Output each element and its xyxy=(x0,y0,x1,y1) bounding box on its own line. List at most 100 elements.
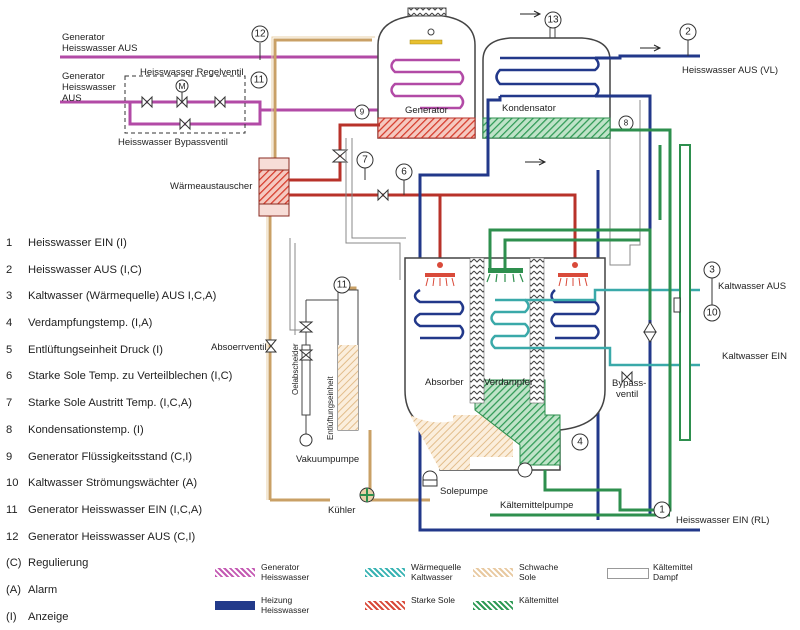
kaltwasser-aus-label: Kaltwasser AUS xyxy=(718,281,786,292)
spray-head-verdampfer xyxy=(486,268,524,283)
gen-heiss-ein-label-c: AUS xyxy=(62,93,82,104)
verdampfer-coil xyxy=(490,298,530,350)
color-key xyxy=(607,568,649,579)
svg-text:1: 1 xyxy=(659,505,665,516)
color-key-label: Starke Sole xyxy=(411,595,455,605)
solepumpe[interactable] xyxy=(422,470,438,487)
valve-bypass-right[interactable] xyxy=(621,370,633,384)
valve-regel-3[interactable] xyxy=(214,95,226,109)
svg-text:11: 11 xyxy=(254,75,265,86)
svg-text:7: 7 xyxy=(362,155,368,166)
svg-text:M: M xyxy=(178,81,185,91)
heisswasser-ein-rl-label: Heisswasser EIN (RL) xyxy=(676,515,769,526)
kondensator-vessel xyxy=(482,28,611,139)
legend-row: 11 Generator Heisswasser EIN (I,C,A) xyxy=(6,497,236,524)
svg-text:11: 11 xyxy=(337,280,348,291)
entlueftung-label: Entlüftungseinheit xyxy=(326,376,335,440)
legend-key: (A) xyxy=(6,583,21,596)
color-key xyxy=(215,568,255,577)
vakuumpumpe[interactable] xyxy=(299,433,313,447)
legend-key: 5 xyxy=(6,343,13,356)
marker-10: 10 xyxy=(703,304,721,322)
solepumpe-label: Solepumpe xyxy=(440,486,488,497)
bypassventil-label: Heisswasser Bypassventil xyxy=(118,137,228,148)
absoerventil[interactable] xyxy=(264,339,278,353)
oelabscheider-label: Oelabscheider xyxy=(291,343,300,395)
waermetauscher-label: Wärmeaustauscher xyxy=(170,181,252,192)
arrow-vl xyxy=(640,44,662,52)
valve-bypass[interactable] xyxy=(179,117,191,131)
marker-2: 2 xyxy=(679,23,697,41)
absorber-verdampfer-shell xyxy=(404,257,606,471)
absorber-coil-left xyxy=(413,288,465,340)
gen-heiss-aus-label-a: Generator xyxy=(62,32,105,43)
legend-row: 12 Generator Heisswasser AUS (C,I) xyxy=(6,524,236,551)
gen-heiss-aus-label-b: Heisswasser AUS xyxy=(62,43,138,54)
kaltwasser-ein-label: Kaltwasser EIN xyxy=(722,351,787,362)
vakuumpumpe-label: Vakuumpumpe xyxy=(296,454,359,465)
svg-text:13: 13 xyxy=(547,15,559,26)
legend-text: Anzeige xyxy=(28,610,69,623)
legend-row: (A)Alarm xyxy=(6,577,236,604)
legend-text: Generator Heisswasser AUS (C,I) xyxy=(28,530,196,543)
motor-icon xyxy=(175,79,189,93)
marker-7: 7 xyxy=(356,151,374,169)
legend-key: (C) xyxy=(6,557,22,570)
entlueftungseinheit xyxy=(301,289,359,440)
valve-oel-2[interactable] xyxy=(298,349,314,361)
color-key xyxy=(365,568,405,577)
marker-9: 9 xyxy=(354,104,370,120)
verdampfer-label: Verdampfer xyxy=(484,377,533,388)
marker-13: 13 xyxy=(544,11,562,29)
legend-key: 1 xyxy=(6,237,13,249)
kuehler xyxy=(359,487,375,503)
valve-oel-1[interactable] xyxy=(298,321,314,333)
valve-6[interactable] xyxy=(377,188,389,202)
legend-key: 8 xyxy=(6,423,13,436)
legend-key: 7 xyxy=(6,397,13,410)
legend-key: 6 xyxy=(6,370,13,383)
legend-text: Heisswasser EIN (I) xyxy=(28,237,127,249)
kaeltemittelpumpe[interactable] xyxy=(517,462,533,478)
gen-heiss-ein-label-b: Heisswasser xyxy=(62,82,116,93)
legend-key: 4 xyxy=(6,317,13,330)
spray-head-absorber xyxy=(425,262,455,287)
legend-row: (I)Anzeige xyxy=(6,604,236,630)
starke-sole-lines xyxy=(289,123,577,265)
regelventil-label: Heisswasser Regelventil xyxy=(140,67,243,78)
legend-row: 5 Entlüftungseinheit Druck (I) xyxy=(6,337,236,364)
kaltwasser-lines xyxy=(525,288,700,367)
legend-text: Starke Sole Temp. zu Verteilblechen (I,C… xyxy=(28,370,233,383)
marker-3: 3 xyxy=(703,261,721,279)
waermetauscher xyxy=(258,157,290,217)
legend-key: 11 xyxy=(6,503,18,516)
valve-kaeltemittel[interactable] xyxy=(643,321,657,343)
gen-heiss-ein-label-a: Generator xyxy=(62,71,105,82)
legend-text: Generator Heisswasser EIN (I,C,A) xyxy=(28,503,203,516)
valve-7[interactable] xyxy=(331,149,349,163)
kaeltemittel-lines xyxy=(488,128,672,517)
kaeltemittelpumpe-label: Kältemittelpumpe xyxy=(500,500,573,511)
generator-vessel xyxy=(377,7,476,139)
color-key xyxy=(473,601,513,610)
valve-regel-1[interactable] xyxy=(141,95,153,109)
legend-text: Entlüftungseinheit Druck (I) xyxy=(28,343,163,356)
bypass-label-b: ventil xyxy=(616,389,638,400)
generator-label: Generator xyxy=(405,105,448,116)
svg-text:6: 6 xyxy=(401,167,407,178)
legend-text: Generator Flüssigkeitsstand (C,I) xyxy=(28,450,193,463)
spray-head-absorber-2 xyxy=(558,262,588,287)
legend-row: (C)Regulierung xyxy=(6,550,236,577)
legend-key: 12 xyxy=(6,530,19,543)
svg-text:4: 4 xyxy=(577,437,583,448)
